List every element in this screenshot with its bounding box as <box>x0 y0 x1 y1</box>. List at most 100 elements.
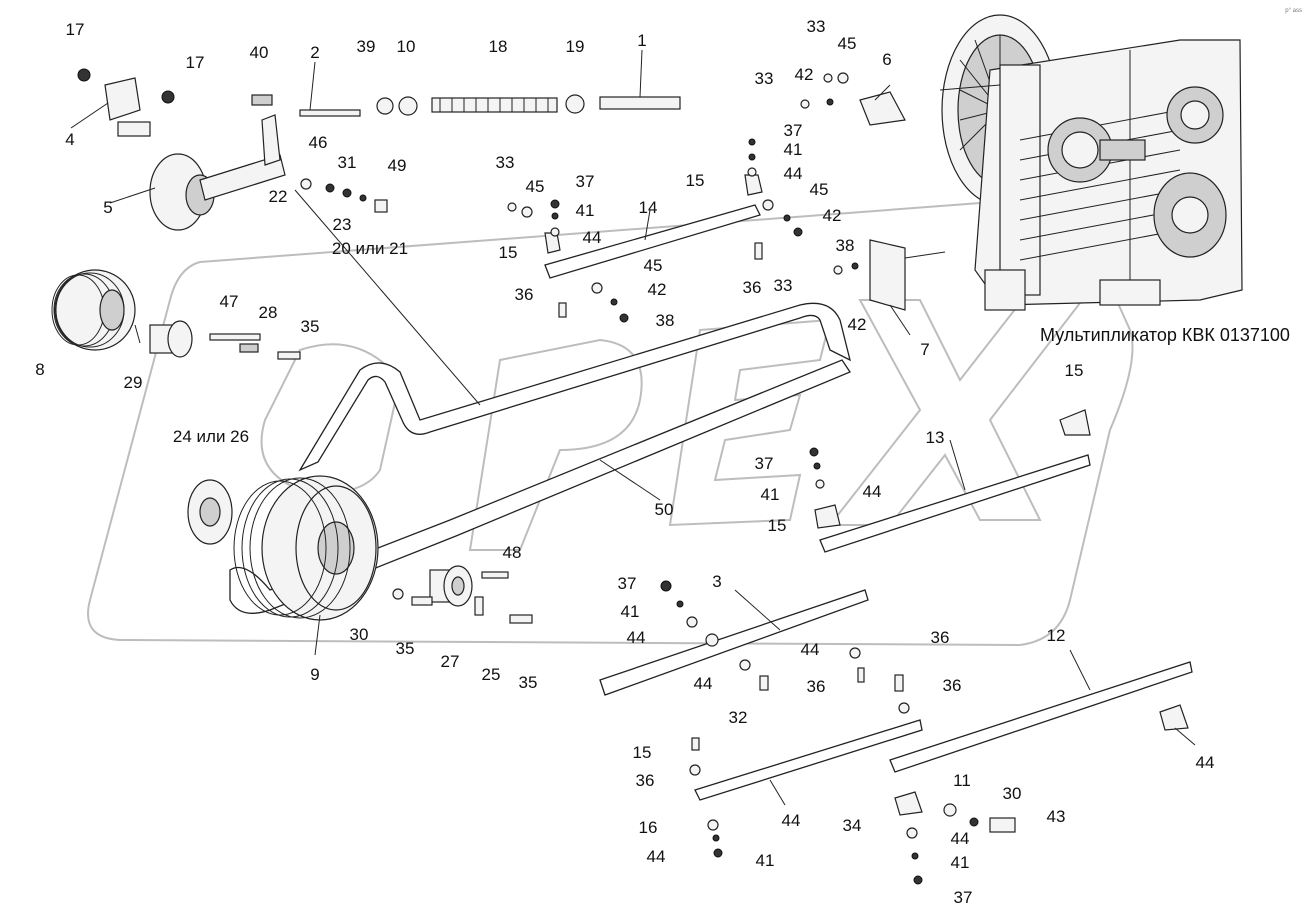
callout: 17 <box>186 53 205 72</box>
callout: 45 <box>838 34 857 53</box>
callout: 44 <box>694 674 713 693</box>
hub-assembly <box>392 565 533 624</box>
callout: 41 <box>784 140 803 159</box>
callout: 15 <box>1065 361 1084 380</box>
small-pulley <box>51 269 301 360</box>
callout: 42 <box>823 206 842 225</box>
callout: 10 <box>397 37 416 56</box>
callout: 38 <box>836 236 855 255</box>
callout: 27 <box>441 652 460 671</box>
callout: 30 <box>350 625 369 644</box>
callout: 42 <box>848 315 867 334</box>
callout: 49 <box>388 156 407 175</box>
callout: 36 <box>931 628 950 647</box>
callout: 2 <box>310 43 319 62</box>
callout: 3 <box>712 572 721 591</box>
bracket-7 <box>869 239 906 311</box>
callout: 30 <box>1003 784 1022 803</box>
callout: 6 <box>882 50 891 69</box>
callout: 33 <box>496 153 515 172</box>
callout: 1 <box>637 31 646 50</box>
callout: 44 <box>951 829 970 848</box>
bracket-15 <box>1159 704 1189 731</box>
callout: 28 <box>259 303 278 322</box>
callout: 11 <box>953 771 971 790</box>
callout: 38 <box>656 311 675 330</box>
callout: 15 <box>686 171 705 190</box>
callout: 32 <box>729 708 748 727</box>
callout: 18 <box>489 37 508 56</box>
callout: 7 <box>920 340 929 359</box>
strap-13 <box>819 454 1091 553</box>
callout: 24 или 26 <box>173 427 249 446</box>
callout: 44 <box>1196 753 1215 772</box>
callout: 45 <box>644 256 663 275</box>
callout: 46 <box>309 133 328 152</box>
bracket-6 <box>859 91 906 126</box>
callout: 8 <box>35 360 44 379</box>
callout: 41 <box>621 602 640 621</box>
large-pulley <box>187 475 379 621</box>
callout: 36 <box>636 771 655 790</box>
callout: 45 <box>810 180 829 199</box>
callout: 34 <box>843 816 862 835</box>
callout: 25 <box>482 665 501 684</box>
callout: 13 <box>926 428 945 447</box>
callout: 44 <box>801 640 820 659</box>
callout: 9 <box>310 665 319 684</box>
callout: 44 <box>782 811 801 830</box>
callout: 23 <box>333 215 352 234</box>
callout: 37 <box>784 121 803 140</box>
callout-labels: 17 17 4 40 2 39 10 18 19 1 46 5 22 31 49… <box>35 17 1214 907</box>
callout: 44 <box>583 228 602 247</box>
callout: 35 <box>396 639 415 658</box>
leader-lines <box>70 49 1196 806</box>
callout: 12 <box>1047 626 1066 645</box>
callout: 42 <box>795 65 814 84</box>
callout: 29 <box>124 373 143 392</box>
callout: 35 <box>301 317 320 336</box>
callout: 16 <box>639 818 658 837</box>
callout: 41 <box>951 853 970 872</box>
callout: 33 <box>755 69 774 88</box>
callout: 4 <box>65 130 74 149</box>
callout: 35 <box>519 673 538 692</box>
callout: 36 <box>743 278 762 297</box>
callout: 37 <box>755 454 774 473</box>
callout: 42 <box>648 280 667 299</box>
strap-14 <box>544 204 761 279</box>
fasteners <box>507 72 1016 885</box>
callout: 40 <box>250 43 269 62</box>
bracket-16 <box>894 791 923 816</box>
mounting-straps <box>544 91 1193 816</box>
callout: 50 <box>655 500 674 519</box>
callout: 19 <box>566 37 585 56</box>
callout: 33 <box>774 276 793 295</box>
callout: 37 <box>618 574 637 593</box>
callout: 44 <box>627 628 646 647</box>
gearbox-caption: Мультипликатор КВК 0137100 <box>1040 325 1290 345</box>
callout: 36 <box>515 285 534 304</box>
callout: 39 <box>357 37 376 56</box>
callout: 15 <box>499 243 518 262</box>
callout: 45 <box>526 177 545 196</box>
strap-12 <box>889 661 1193 773</box>
strap-11 <box>694 719 923 801</box>
tensioner-assembly <box>77 68 681 231</box>
callout: 41 <box>761 485 780 504</box>
callout: 47 <box>220 292 239 311</box>
strap-3 <box>599 589 869 696</box>
callout: 43 <box>1047 807 1066 826</box>
callout: 44 <box>863 482 882 501</box>
callout: 31 <box>338 153 357 172</box>
callout: 44 <box>784 164 803 183</box>
multiplier-gearbox <box>941 14 1243 311</box>
callout: 48 <box>503 543 522 562</box>
callout: 41 <box>576 201 595 220</box>
callout: 37 <box>954 888 973 907</box>
callout: 20 или 21 <box>332 239 408 258</box>
callout: 5 <box>103 198 112 217</box>
callout: 15 <box>633 743 652 762</box>
